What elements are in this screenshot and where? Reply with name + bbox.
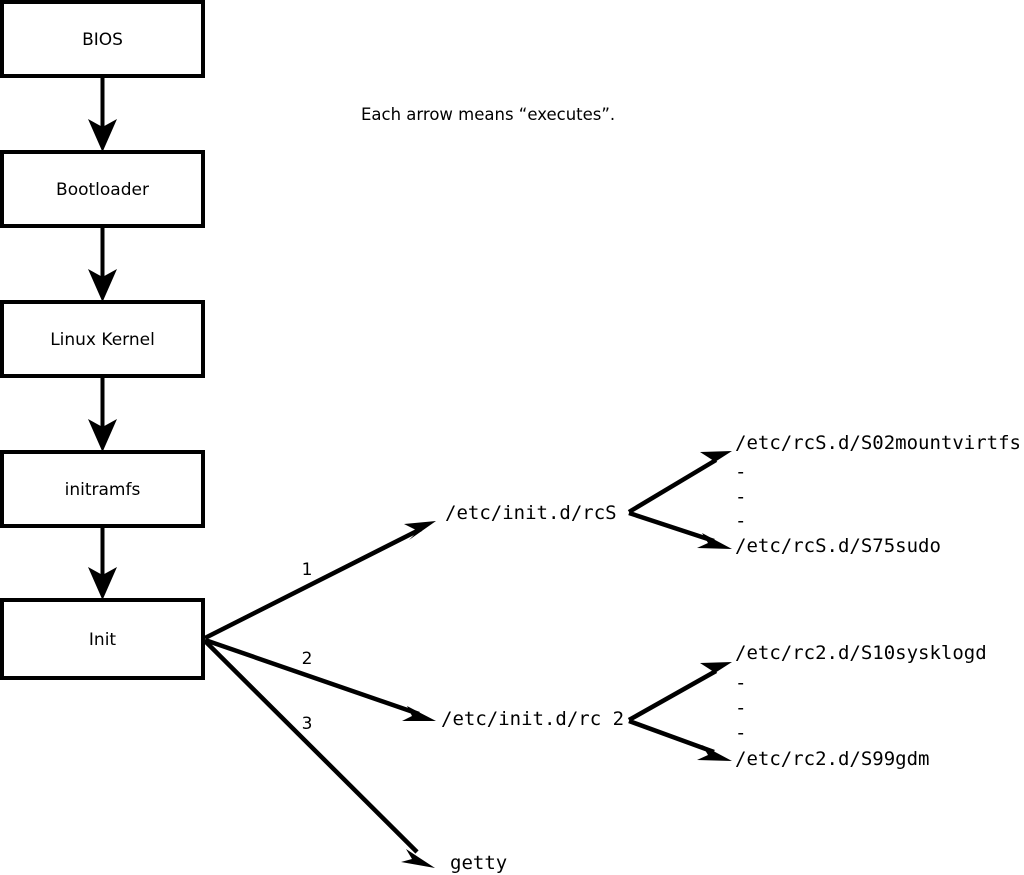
arrow-kernel-to-initramfs (88, 376, 117, 452)
arrow-rcs-to-last-script (628, 510, 732, 549)
arrow-init-to-rc2 (204, 637, 436, 721)
target-label-getty: getty (450, 852, 507, 874)
arrow-head (88, 269, 117, 302)
bootloader-box-label: Bootloader (56, 180, 149, 200)
init-box-label: Init (89, 630, 117, 650)
branch-number-3: 3 (302, 714, 313, 734)
arrow-bootloader-to-kernel (88, 226, 117, 302)
script-rc2-ellipsis-1: - (735, 672, 746, 694)
arrow-init-to-getty (203, 639, 435, 868)
arrow-head (700, 662, 732, 680)
arrow-head (88, 419, 117, 452)
arrow-init-to-rcs (203, 521, 436, 641)
script-rcs-ellipsis-2: - (735, 486, 746, 508)
node-bootloader[interactable]: Bootloader (0, 150, 205, 228)
script-rc2-ellipsis-3: - (735, 722, 746, 744)
arrow-initramfs-to-init (88, 526, 117, 600)
arrow-head (697, 533, 732, 549)
arrow-shaft (628, 510, 715, 544)
node-init[interactable]: Init (0, 598, 205, 680)
bios-box-label: BIOS (82, 30, 123, 50)
script-rcs-last: /etc/rcS.d/S75sudo (735, 535, 941, 557)
linux-kernel-box-label: Linux Kernel (50, 330, 155, 350)
arrow-head (697, 745, 732, 761)
arrow-head (88, 567, 117, 600)
diagram-caption: Each arrow means “executes”. (361, 105, 615, 124)
arrow-rc2-to-last-script (628, 718, 732, 761)
arrow-rcs-to-first-script (627, 451, 732, 514)
script-rcs-ellipsis-3: - (735, 510, 746, 532)
arrow-shaft (203, 639, 419, 854)
target-label-rcs: /etc/init.d/rcS (445, 502, 617, 524)
target-label-rc2: /etc/init.d/rc 2 (441, 708, 624, 730)
arrow-shaft (628, 718, 715, 755)
arrow-head (404, 521, 436, 540)
node-linux-kernel[interactable]: Linux Kernel (0, 300, 205, 378)
arrow-rc2-to-first-script (627, 662, 732, 722)
arrow-head (401, 849, 435, 868)
node-initramfs[interactable]: initramfs (0, 450, 205, 528)
initramfs-box-shape (0, 450, 205, 528)
script-rc2-ellipsis-2: - (735, 697, 746, 719)
arrow-bios-to-bootloader (88, 76, 117, 152)
script-rcs-ellipsis-1: - (735, 461, 746, 483)
arrow-shaft (627, 669, 718, 722)
initramfs-box-label: initramfs (65, 480, 141, 500)
bios-box-shape (0, 0, 205, 78)
script-rcs-first: /etc/rcS.d/S02mountvirtfs (735, 432, 1021, 454)
arrow-head (402, 706, 436, 721)
script-rc2-last: /etc/rc2.d/S99gdm (735, 748, 929, 770)
branch-number-1: 1 (302, 560, 313, 580)
arrow-head (88, 119, 117, 152)
branch-number-2: 2 (302, 649, 313, 669)
arrow-shaft (203, 526, 423, 641)
node-bios[interactable]: BIOS (0, 0, 205, 78)
arrow-head (700, 451, 732, 469)
arrow-shaft (627, 458, 718, 514)
script-rc2-first: /etc/rc2.d/S10sysklogd (735, 642, 987, 664)
arrow-shaft (204, 637, 420, 717)
